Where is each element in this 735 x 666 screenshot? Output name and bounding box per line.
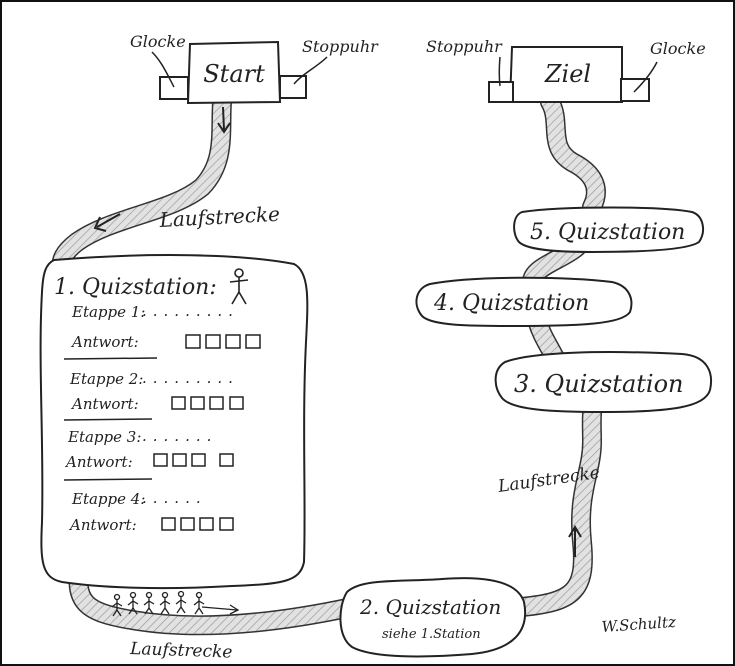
quiz-station-5: 5. Quizstation — [513, 206, 705, 254]
stage4-answer-boxes — [161, 517, 234, 531]
stage4-answer-label: Antwort: — [68, 516, 137, 534]
quiz-station-1: 1. Quizstation: Etappe 1: ......... Antw… — [39, 254, 309, 590]
start-stopwatch-tag: Stoppuhr — [302, 37, 379, 56]
tag-pointers-start — [151, 51, 328, 88]
arrow-to-station1 — [93, 213, 121, 232]
direction-arrows — [93, 106, 582, 557]
stage2-label: Etappe 2: — [69, 370, 143, 388]
arrow-up-track — [568, 525, 582, 557]
stage1-dots: ......... — [142, 302, 239, 320]
start-bell-tag: Glocke — [130, 32, 186, 51]
station4-title: 4. Quizstation — [433, 291, 589, 316]
track-label-1: Laufstrecke — [158, 202, 280, 232]
track-label-3: Laufstrecke — [129, 639, 233, 663]
stage1-answer-boxes — [185, 334, 261, 349]
stopwatch-box-finish — [488, 81, 514, 103]
stage2-answer-boxes — [171, 396, 244, 410]
station5-title: 5. Quizstation — [530, 220, 685, 245]
finish-box: Ziel — [508, 46, 623, 103]
finish-label: Ziel — [544, 60, 591, 88]
stage2-dots: ......... — [142, 369, 239, 387]
stage4-dots: ...... — [142, 489, 207, 507]
stage3-answer-boxes — [153, 453, 234, 467]
tag-pointers-finish — [498, 56, 658, 93]
station3-title: 3. Quizstation — [514, 370, 683, 398]
stage1-label: Etappe 1: — [71, 303, 145, 321]
finish-bell-tag: Glocke — [650, 39, 706, 58]
stage4-label: Etappe 4: — [71, 490, 145, 508]
quiz-station-2: 2. Quizstation siehe 1.Station — [339, 577, 527, 658]
quiz-station-3: 3. Quizstation — [494, 351, 712, 414]
stage2-answer-label: Antwort: — [70, 395, 139, 413]
signature: W.Schultz — [601, 613, 676, 636]
running-track — [51, 92, 607, 636]
station2-note: siehe 1.Station — [382, 627, 481, 642]
stick-figure-icon — [229, 268, 249, 305]
finish-stopwatch-tag: Stoppuhr — [426, 37, 503, 56]
runners-icon — [111, 590, 240, 617]
station1-title: 1. Quizstation: — [54, 275, 217, 300]
bell-box-left — [159, 76, 189, 100]
stage3-dots: ....... — [142, 427, 217, 445]
arrow-start-down — [217, 106, 231, 134]
start-box: Start — [186, 40, 282, 105]
start-label: Start — [203, 60, 265, 88]
stage3-label: Etappe 3: — [67, 428, 141, 446]
stage3-answer-label: Antwort: — [64, 453, 133, 471]
quiz-station-4: 4. Quizstation — [415, 276, 633, 328]
stopwatch-box-right — [279, 75, 307, 99]
stage1-answer-label: Antwort: — [70, 333, 139, 351]
station2-title: 2. Quizstation — [359, 595, 501, 619]
